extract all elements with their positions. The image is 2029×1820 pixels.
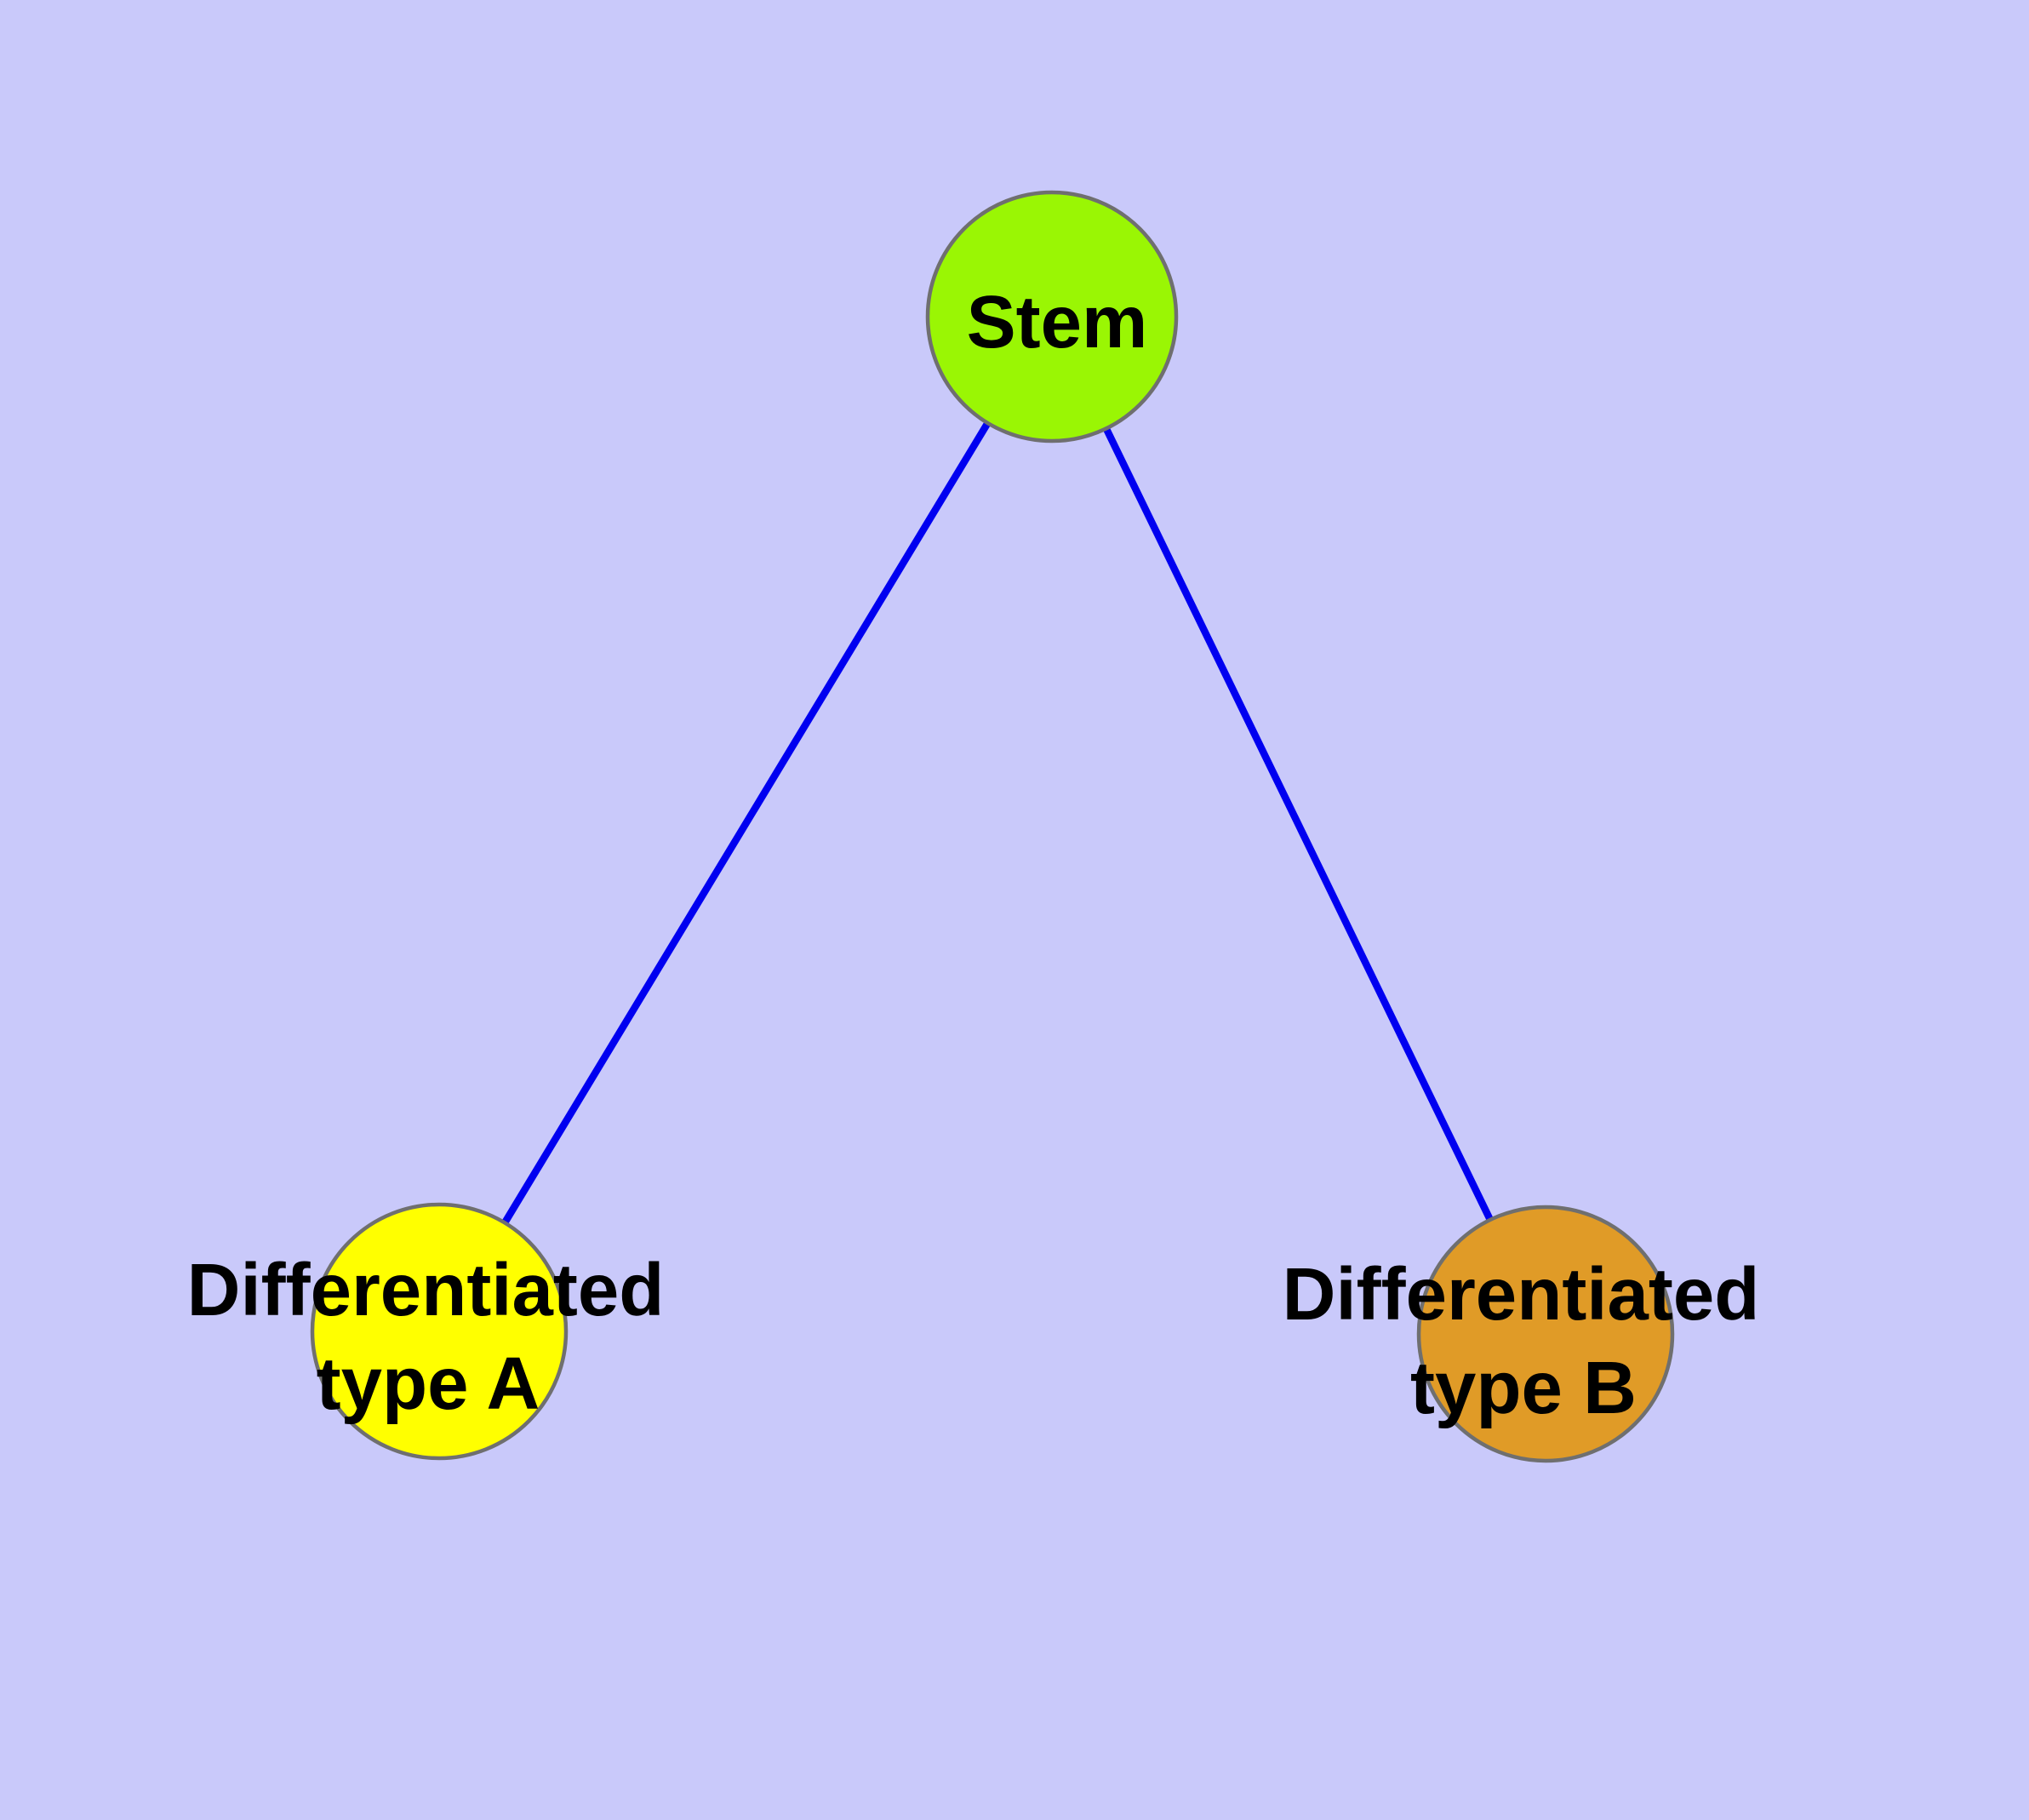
type-a-node-label-line-2: type A: [317, 1342, 540, 1425]
type-a-node-label-line-1: Differentiated: [187, 1249, 665, 1331]
differentiated-type-a-node: [310, 1202, 569, 1461]
stem-node-label: Stem: [967, 281, 1148, 363]
type-b-node-label-line-1: Differentiated: [1283, 1253, 1760, 1336]
edge-stem-to-type-a: [436, 314, 1055, 1334]
differentiated-type-b-node: [1416, 1205, 1675, 1463]
type-b-node-label-line-2: type B: [1410, 1347, 1637, 1429]
stem-node: [925, 190, 1179, 444]
edge-stem-to-type-b: [1049, 315, 1549, 1336]
